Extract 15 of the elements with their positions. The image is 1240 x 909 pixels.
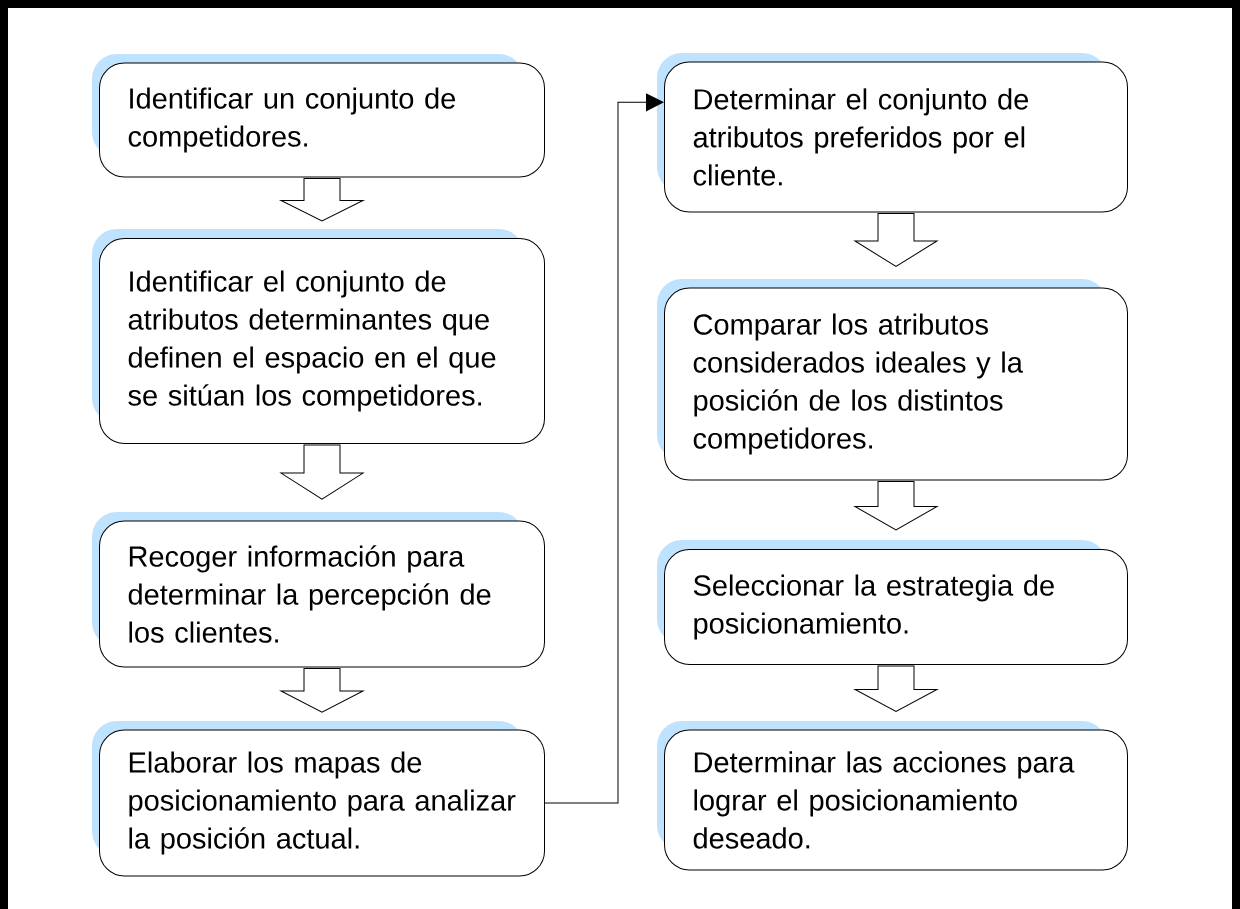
process-box: Determinar el conjunto de atributos preferidos por el cliente. <box>657 53 1128 213</box>
block-arrow <box>854 481 938 531</box>
process-box: Recoger información para determinar la percepción de los clientes. <box>92 512 545 668</box>
process-box: Seleccionar la estrategia de posicionamiento. <box>657 540 1128 665</box>
block-arrow <box>280 444 364 500</box>
arrow <box>544 93 664 804</box>
block-arrow <box>280 668 364 713</box>
process-box: Determinar las acciones para lograr el posicionamiento deseado. <box>657 721 1128 871</box>
process-box: Elaborar los mapas de posicionamiento para analizar la posición actual. <box>92 721 545 877</box>
block-arrow <box>854 213 938 267</box>
process-box: Identificar un conjunto de competidores. <box>92 54 545 178</box>
block-arrow <box>280 178 364 222</box>
block-arrow <box>854 665 938 712</box>
process-box: Identificar el conjunto de atributos determinantes que definen el espacio en el que se sitúan los competidores. <box>92 229 545 444</box>
process-box: Comparar los atributos considerados ideales y la posición de los distintos competidores. <box>657 279 1128 481</box>
